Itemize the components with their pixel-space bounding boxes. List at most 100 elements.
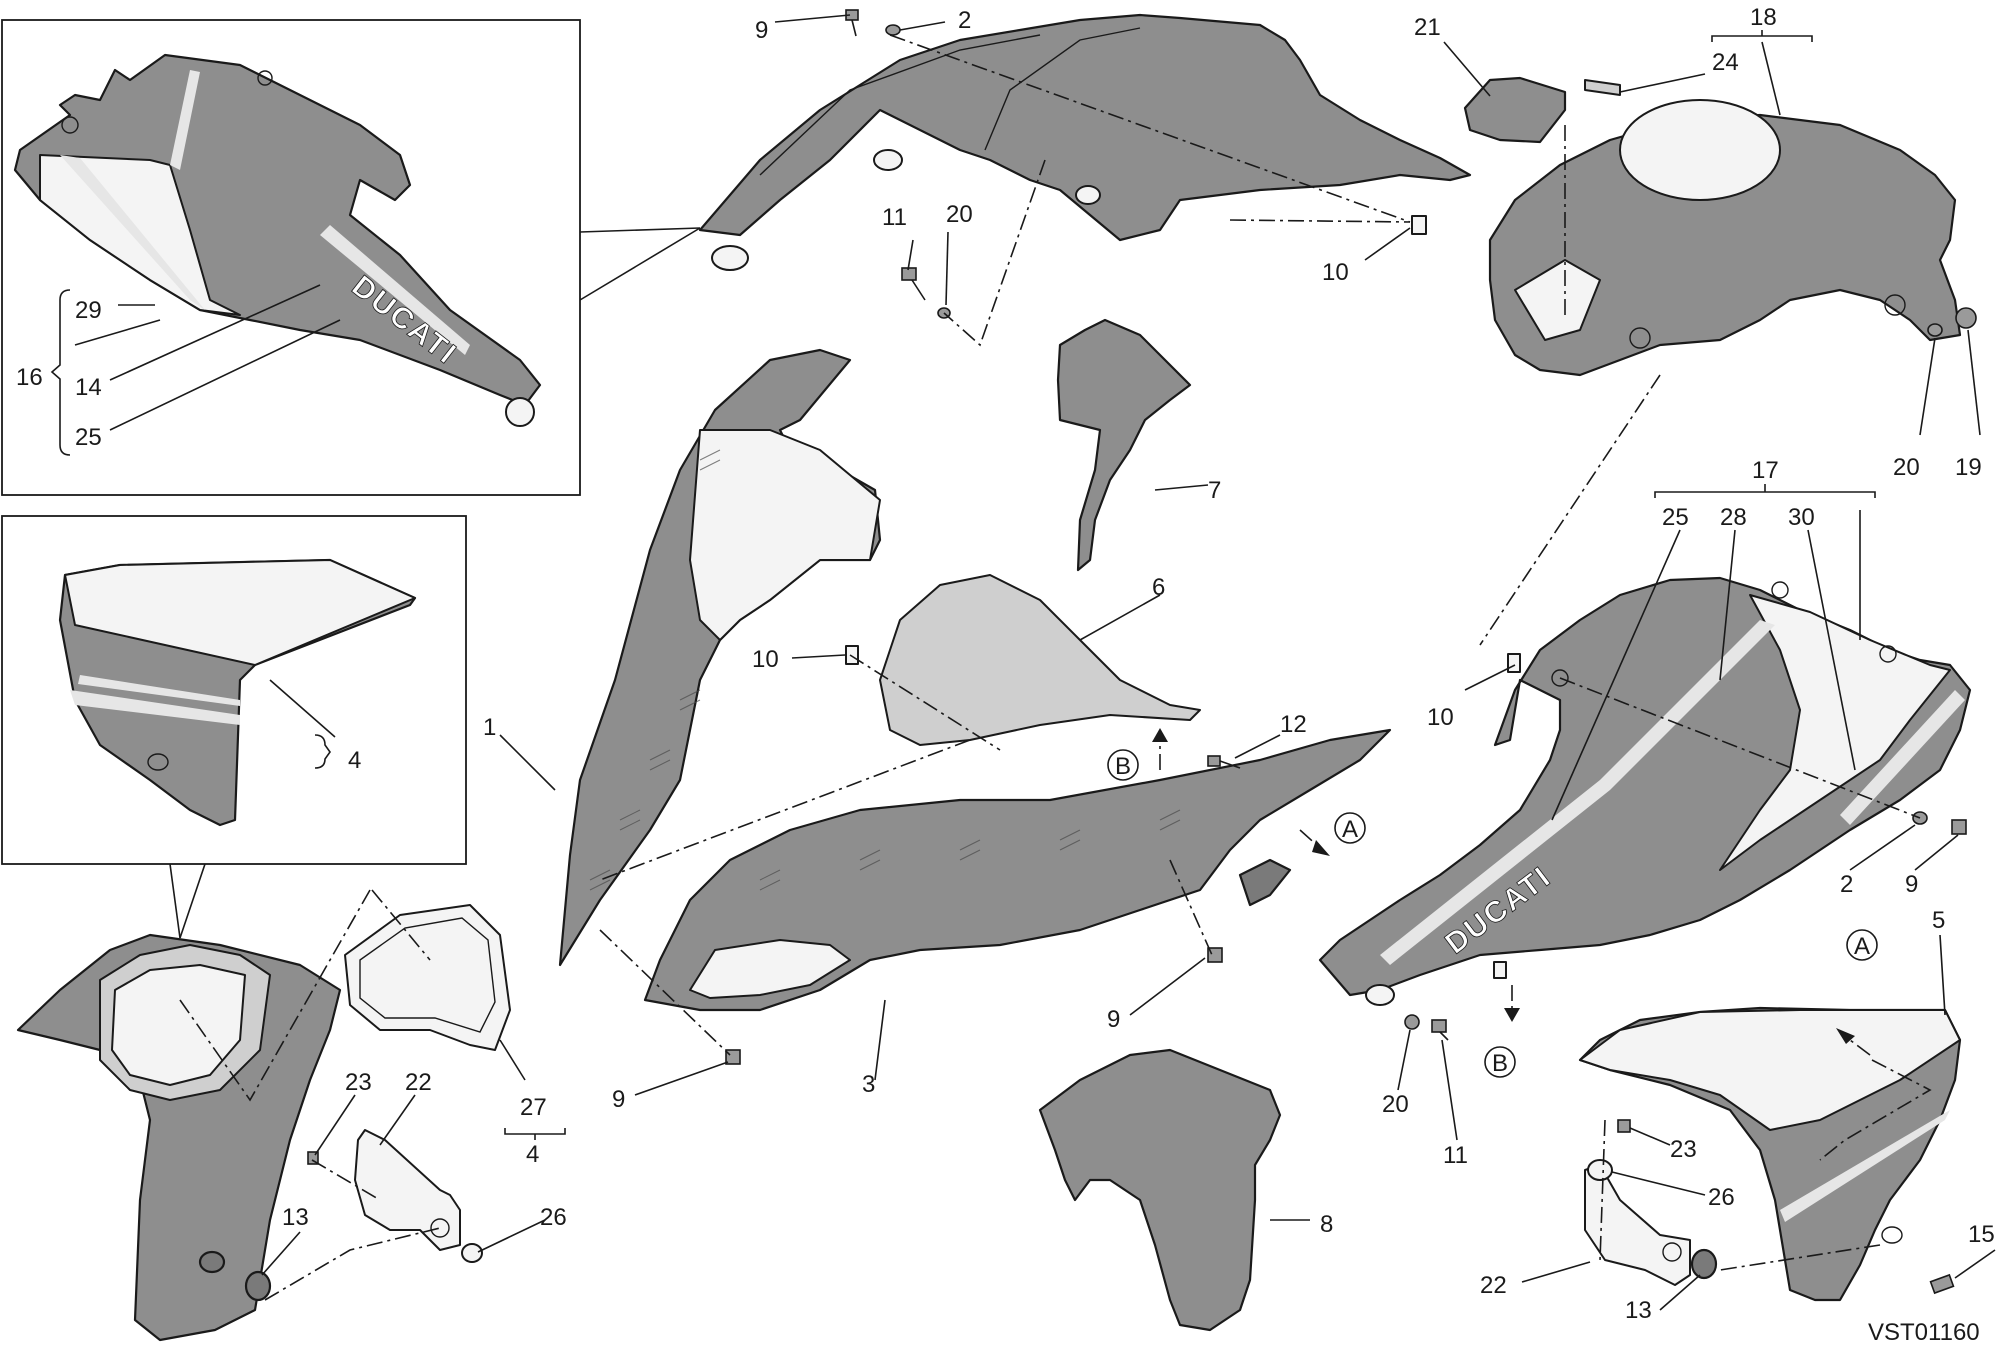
leader-1 — [499, 734, 556, 791]
inset-cover-top-white — [64, 559, 416, 666]
leader-23-left — [314, 1094, 356, 1156]
tank-top-cover-boss-left — [711, 245, 749, 271]
leader-10-top — [1364, 227, 1411, 261]
callout-30: 30 — [1788, 504, 1815, 531]
bracket-right-hole — [1662, 1242, 1682, 1262]
leader-30 — [1807, 529, 1856, 771]
dash-gasket-cover — [179, 889, 371, 1102]
part-1-fairing — [558, 348, 882, 967]
leader-9-center — [1129, 957, 1206, 1016]
lower-fairing-intake — [689, 939, 851, 999]
right-panel-mount-hole-2 — [1879, 645, 1897, 663]
leader-5 — [1939, 934, 1946, 1016]
inset-panel-mount-hole-1 — [61, 116, 79, 134]
part-5-side-cover — [1578, 1006, 1962, 1302]
callout-11-top: 11 — [882, 204, 907, 231]
dash-tank-top — [889, 34, 1411, 223]
callout-8: 8 — [1320, 1211, 1333, 1238]
callout-3: 3 — [862, 1071, 875, 1098]
leader-14 — [109, 284, 321, 381]
washer-20-right — [1927, 323, 1943, 337]
arrow-a-upper-head — [1312, 840, 1330, 856]
part-21-clip — [1463, 76, 1567, 144]
inset-cover-stripe-1 — [70, 690, 240, 725]
part-27-gasket-inner — [359, 917, 496, 1033]
screw-11-lower — [1431, 1019, 1449, 1041]
tank-top-cover-strap — [984, 27, 1141, 151]
washer-2-top — [885, 24, 901, 36]
part-24-strip — [1584, 79, 1621, 96]
dash-screw-23-left — [311, 1159, 381, 1201]
leader-9-top — [774, 14, 851, 23]
leader-11-top — [907, 239, 914, 271]
callout-22-right: 22 — [1480, 1272, 1507, 1299]
callout-6: 6 — [1152, 574, 1165, 601]
part-bottom-left-cover — [16, 933, 342, 1342]
callout-5: 5 — [1932, 907, 1945, 934]
right-panel-mount-hole-1 — [1551, 669, 1569, 687]
brace-16 — [50, 289, 71, 456]
ref-circle-b-lower — [1484, 1046, 1516, 1078]
callout-12: 12 — [1280, 711, 1307, 738]
inset-connector-cover-right — [179, 863, 206, 939]
dash-fairing-join — [599, 739, 971, 881]
screw-19 — [1955, 307, 1977, 329]
part-6-panel — [879, 574, 1201, 746]
clip-10-top — [1411, 215, 1427, 235]
tank-top-cover-boss-mid — [873, 149, 903, 171]
leader-2-top — [899, 21, 946, 31]
leader-12 — [1234, 734, 1281, 759]
inset-connector-top — [579, 227, 701, 233]
inset-side-cover — [58, 558, 417, 827]
screw-12 — [1207, 755, 1241, 769]
right-side-panel-stripe-1 — [1380, 620, 1775, 965]
leader-22-right — [1521, 1261, 1591, 1283]
screw-23-left — [307, 1151, 319, 1165]
leader-13-right — [1659, 1274, 1701, 1311]
leader-26-right — [1611, 1171, 1706, 1196]
callout-1: 1 — [483, 714, 496, 741]
inset-connector-bottom — [579, 227, 701, 301]
leader-3 — [874, 999, 886, 1081]
inset-frame-cover-detail — [1, 515, 467, 865]
tank-cover-mount-right — [1884, 294, 1906, 316]
inset-frame-side-panel-detail — [1, 19, 581, 496]
leader-27 — [499, 1039, 526, 1081]
part-27-gasket — [344, 904, 511, 1051]
washer-20-lower — [1404, 1014, 1420, 1030]
dash-screw-9-center — [1169, 859, 1213, 956]
part-17-side-panel: DUCATI — [1318, 576, 1972, 1006]
tank-cover-front-window — [1514, 259, 1601, 341]
leader-9-lower — [634, 1061, 729, 1096]
screw-9-top — [845, 9, 859, 37]
inset-cover-grommet — [147, 753, 169, 771]
dash-bracket-right — [1599, 1119, 1606, 1261]
ref-circle-a-lower — [1846, 929, 1878, 961]
cover-5-stripe — [1780, 1110, 1950, 1222]
dash-right-panel — [1559, 677, 1921, 819]
leader-20-lower — [1397, 1029, 1411, 1091]
fairing-1-texture — [589, 449, 721, 891]
reference-arrows — [1152, 728, 1871, 1056]
ref-circle-a-upper — [1334, 812, 1366, 844]
callout-18: 18 — [1750, 4, 1777, 31]
part-18-tank-cover — [1488, 99, 1962, 377]
inset-cover-stripe-2 — [78, 675, 240, 706]
cover-5-grommet — [1881, 1226, 1903, 1244]
leader-18 — [1761, 41, 1781, 116]
clip-10-right — [1507, 653, 1521, 673]
callout-9-right: 9 — [1905, 871, 1918, 898]
screw-9-center — [1207, 947, 1223, 963]
callout-7: 7 — [1208, 477, 1221, 504]
leader-9-right — [1914, 834, 1959, 871]
cover-4-grommet — [198, 1250, 226, 1274]
callout-10-top: 10 — [1322, 259, 1349, 286]
callout-28: 28 — [1720, 504, 1747, 531]
callout-numbers: 9 2 21 18 24 11 20 10 16 29 14 25 20 19 … — [16, 4, 1995, 1324]
right-panel-front-boss — [1365, 984, 1395, 1006]
callout-13-left: 13 — [282, 1204, 309, 1231]
callout-9-lower: 9 — [612, 1086, 625, 1113]
brace-4-inset — [314, 734, 331, 769]
tank-top-cover-edge — [759, 34, 1041, 176]
